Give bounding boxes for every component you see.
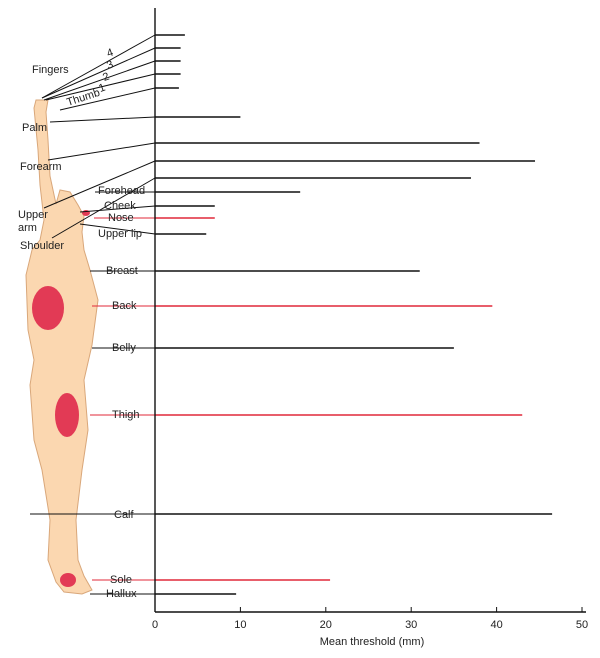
label-upper-lip: Upper lip <box>98 228 142 240</box>
connector-upper-lip <box>79 223 156 235</box>
label-cheek: Cheek <box>104 200 136 212</box>
x-axis-title: Mean threshold (mm) <box>320 636 425 648</box>
label-shoulder: Shoulder <box>20 240 64 252</box>
connector-forearm <box>47 142 156 161</box>
label-thigh: Thigh <box>112 409 140 421</box>
connector-thumb <box>59 87 156 111</box>
x-tick-label-20: 20 <box>320 619 332 631</box>
label-forearm: Forearm <box>20 161 62 173</box>
label-palm: Palm <box>22 122 47 134</box>
connector-1 <box>45 73 156 101</box>
back-patch <box>32 286 64 330</box>
x-tick-label-0: 0 <box>152 619 158 631</box>
thigh-patch <box>55 393 79 437</box>
label-belly: Belly <box>112 342 136 354</box>
x-tick-label-40: 40 <box>490 619 502 631</box>
connector-palm <box>49 116 156 123</box>
sole-patch <box>60 573 76 587</box>
bars <box>155 34 553 595</box>
label-connectors <box>30 34 156 595</box>
label-1: 1 <box>97 82 107 95</box>
group-label-fingers: Fingers <box>32 64 69 76</box>
label-4: 4 <box>105 47 115 60</box>
label-nose: Nose <box>108 212 134 224</box>
label-3: 3 <box>105 59 115 72</box>
label-sole: Sole <box>110 574 132 586</box>
label-hallux: Hallux <box>106 588 137 600</box>
body-silhouette <box>25 99 99 595</box>
label-forehead: Forehead <box>98 185 145 197</box>
human-body-illustration <box>25 99 99 595</box>
connector-3 <box>41 47 156 99</box>
connector-upper-arm <box>43 160 156 209</box>
label-back: Back <box>112 300 137 312</box>
x-tick-label-10: 10 <box>234 619 246 631</box>
connector-2 <box>43 60 156 101</box>
label-2: 2 <box>101 71 111 84</box>
connector-4 <box>41 34 156 99</box>
connector-shoulder <box>51 177 156 239</box>
label-calf: Calf <box>114 509 135 521</box>
x-tick-label-30: 30 <box>405 619 417 631</box>
label-breast: Breast <box>106 265 138 277</box>
x-tick-label-50: 50 <box>576 619 588 631</box>
connector-cheek <box>79 205 156 213</box>
